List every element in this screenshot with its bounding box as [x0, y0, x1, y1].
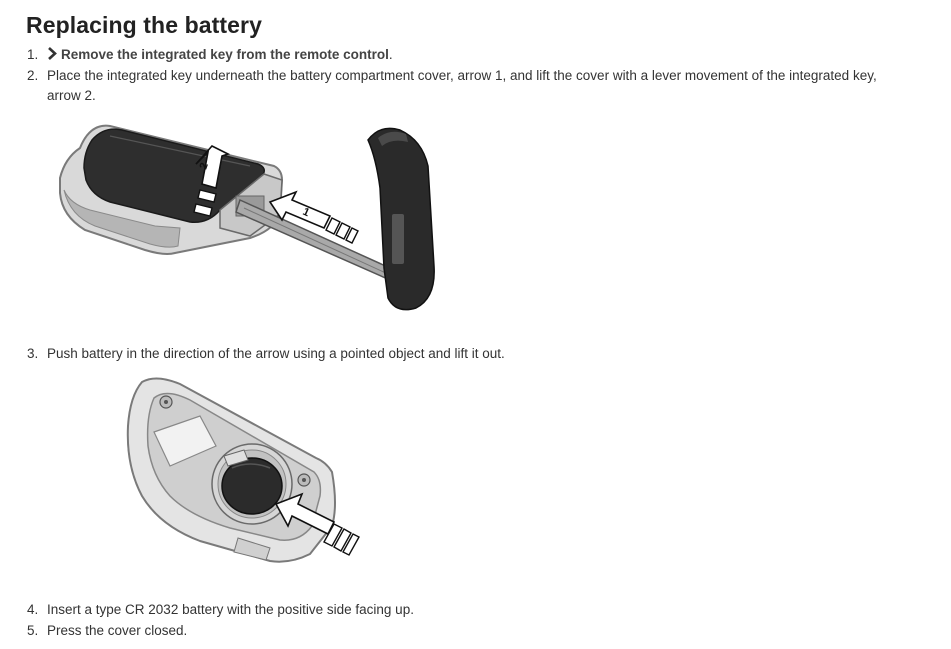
- step-number: 4.: [27, 602, 39, 617]
- step-text: Place the integrated key underneath the …: [47, 68, 877, 83]
- step-text-suffix: .: [388, 47, 393, 62]
- arrow-1-label: 1: [301, 206, 311, 219]
- arrow-1-icon: 1: [268, 190, 359, 244]
- step-text-continued: arrow 2.: [47, 88, 96, 103]
- step-number: 5.: [27, 623, 39, 638]
- fob-cover: [83, 128, 265, 223]
- step-text: Press the cover closed.: [47, 623, 188, 638]
- fob-side-trim: [63, 189, 181, 248]
- step-text: Insert a type CR 2032 battery with the p…: [47, 602, 414, 617]
- step-link-text[interactable]: Remove the integrated key from the remot…: [61, 47, 389, 62]
- step-5: 5. Press the cover closed.: [27, 621, 187, 641]
- arrow-2-icon: 2: [193, 145, 231, 217]
- step-3: 3. Push battery in the direction of the a…: [27, 344, 505, 364]
- push-arrow-icon: [274, 492, 360, 556]
- step-number: 3.: [27, 346, 39, 361]
- page-title: Replacing the battery: [26, 12, 262, 38]
- step-text: Push battery in the direction of the arr…: [47, 346, 505, 361]
- step-number: 1.: [27, 47, 39, 62]
- arrow-2-label: 2: [198, 161, 211, 171]
- step-4: 4. Insert a type CR 2032 battery with the…: [27, 600, 414, 620]
- figure-battery-push: [120, 376, 360, 571]
- step-number: 2.: [27, 68, 39, 83]
- battery-cell: [221, 457, 283, 515]
- chevron-right-icon: [47, 46, 61, 66]
- step-1[interactable]: 1. Remove the integrated key from the rem…: [27, 45, 393, 66]
- figure-key-lever: 1 2: [50, 118, 450, 323]
- step-2: 2. Place the integrated key underneath th…: [27, 66, 937, 106]
